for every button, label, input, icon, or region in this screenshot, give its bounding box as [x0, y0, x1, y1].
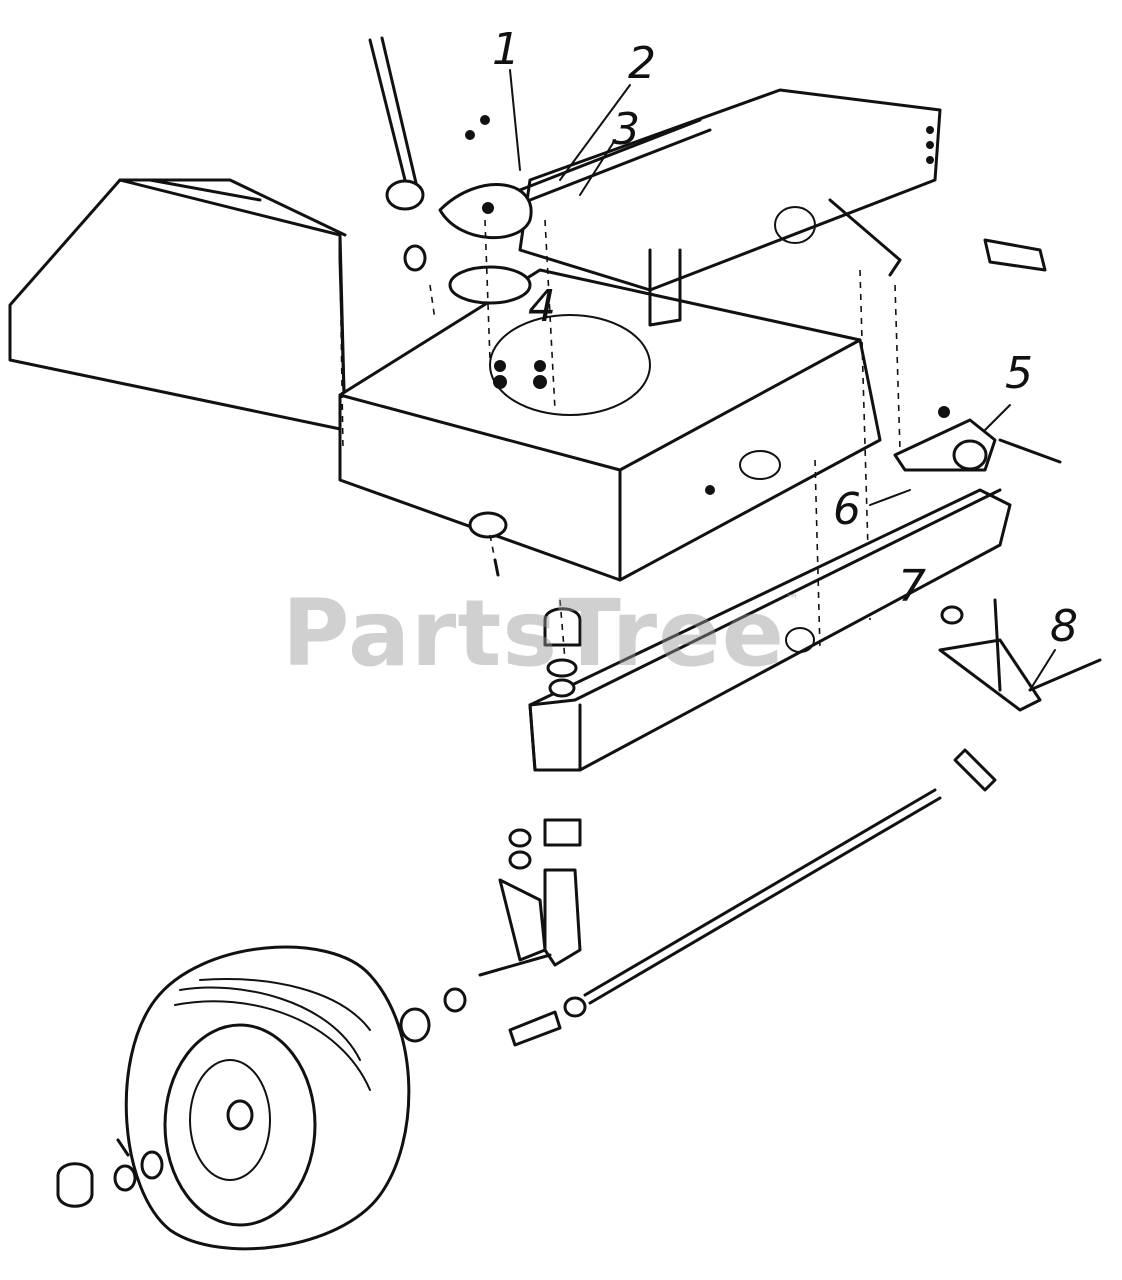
- steering-gear: [438, 115, 712, 305]
- callout-4: 4: [528, 281, 556, 332]
- steering-shaft: [368, 36, 427, 272]
- pivot-bracket: [893, 406, 1062, 472]
- watermark: PartsTree™: [282, 580, 800, 687]
- watermark-trademark: ™: [784, 592, 800, 608]
- tie-rod: [508, 748, 997, 1047]
- front-axle: [528, 488, 1012, 772]
- callout-6: 6: [833, 484, 861, 535]
- callout-5: 5: [1005, 348, 1033, 399]
- chassis-plate: [338, 268, 882, 582]
- callout-1: 1: [492, 24, 520, 75]
- callout-3: 3: [612, 104, 640, 155]
- callout-7: 7: [898, 561, 926, 612]
- tractor-frame: [8, 178, 347, 432]
- callout-leaders: [509, 69, 1056, 691]
- watermark-text: PartsTree: [282, 580, 785, 687]
- right-spindle: [938, 598, 1102, 712]
- wheel-hardware: [56, 987, 467, 1208]
- callout-2: 2: [628, 38, 656, 89]
- front-wheel: [124, 945, 411, 1251]
- axle-bushings: [468, 511, 582, 847]
- callout-8: 8: [1050, 601, 1078, 652]
- steering-support: [518, 88, 942, 327]
- left-spindle: [478, 828, 582, 977]
- assembly-guides: [339, 219, 821, 661]
